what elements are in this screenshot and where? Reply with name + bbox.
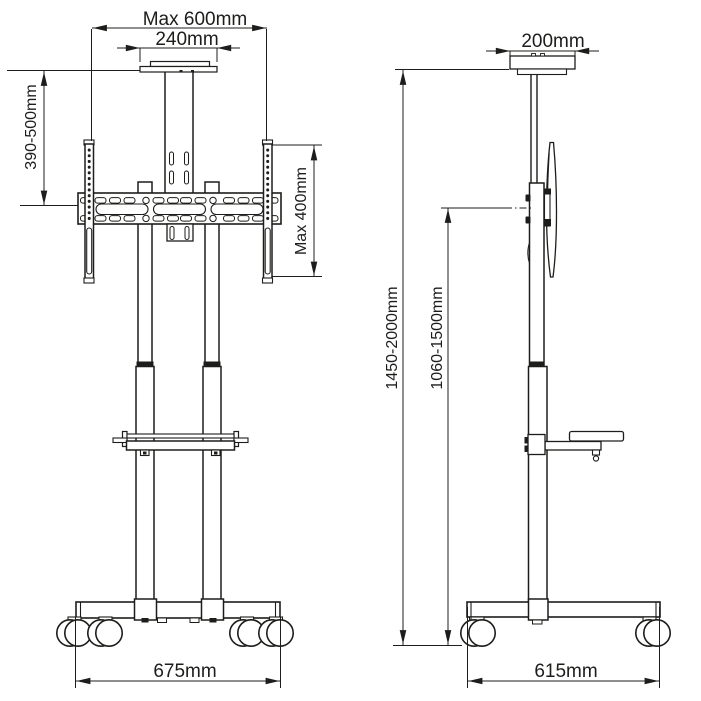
- telescope-lock-band: [136, 361, 154, 367]
- top-plate-side: [509, 53, 576, 76]
- side-column: [527, 73, 548, 604]
- dim-max-width: Max 600mm: [91, 9, 267, 141]
- dim-mount-height: 1060-1500mm: [429, 207, 531, 645]
- dim-base-width: 675mm: [75, 617, 281, 688]
- support-columns: [135, 181, 222, 604]
- dim-label-615: 615mm: [534, 661, 597, 682]
- dim-top-plate-depth: 200mm: [486, 31, 599, 56]
- dim-mount-drop: 390-500mm: [7, 70, 140, 206]
- dim-label-max-400: Max 400mm: [293, 167, 310, 255]
- caster-wheel: [257, 618, 294, 647]
- casters-front: [55, 616, 294, 647]
- telescope-lock-band: [203, 361, 221, 367]
- base-front: [75, 598, 281, 623]
- dim-overall-height: 1450-2000mm: [384, 69, 509, 645]
- tv-bracket-blade: [525, 141, 558, 278]
- casters-side: [459, 616, 671, 647]
- dim-vesa-height: Max 400mm: [272, 144, 322, 277]
- dim-top-plate-width: 240mm: [117, 29, 240, 62]
- shelf-side: [524, 430, 625, 462]
- shelf-knob: [591, 449, 601, 456]
- vesa-rail-right: [261, 139, 274, 284]
- top-plate: [139, 60, 218, 73]
- adjust-knob: [525, 216, 531, 224]
- column-lower-bracket: [166, 223, 194, 242]
- dim-label-200: 200mm: [521, 31, 584, 52]
- front-view: Max 600mm 240mm 390-500mm Max: [7, 9, 322, 688]
- caster-wheel: [459, 618, 496, 647]
- dim-label-675: 675mm: [153, 661, 216, 682]
- caster-wheel: [87, 618, 124, 647]
- dim-label-1060-1500: 1060-1500mm: [429, 286, 446, 389]
- dim-label-max-600: Max 600mm: [143, 9, 248, 30]
- vesa-rail-left: [83, 139, 95, 284]
- dim-label-1450-2000: 1450-2000mm: [384, 286, 401, 389]
- shelf-front: [112, 430, 249, 457]
- adjust-knob: [525, 194, 531, 202]
- vesa-bracket-bar: [77, 192, 282, 225]
- telescope-lock-band: [529, 361, 545, 367]
- caster-wheel: [229, 618, 266, 647]
- caster-wheel: [55, 618, 93, 647]
- side-view: 200mm 1450-2000mm 1060-1500mm: [384, 31, 671, 688]
- dim-label-240: 240mm: [155, 29, 218, 50]
- dim-label-390-500: 390-500mm: [23, 84, 40, 169]
- base-side: [466, 598, 661, 625]
- caster-wheel: [634, 618, 671, 647]
- center-column: [164, 70, 194, 195]
- dim-base-depth: 615mm: [467, 607, 660, 688]
